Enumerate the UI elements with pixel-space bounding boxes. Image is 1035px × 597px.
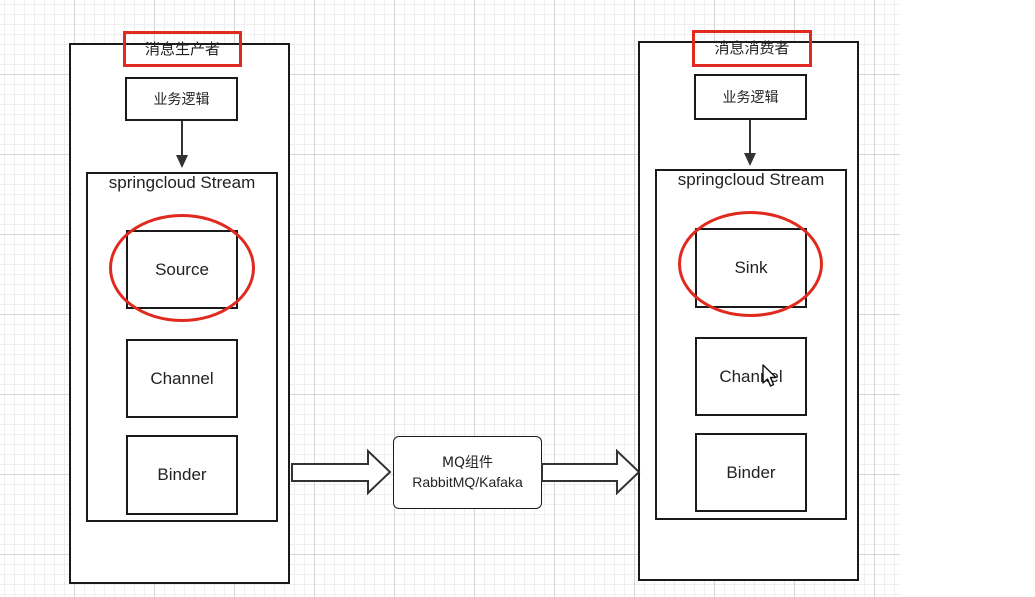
producer-business-logic-box[interactable]: 业务逻辑	[125, 77, 238, 121]
consumer-title-highlight	[692, 30, 812, 67]
hollow-arrow-right-icon	[291, 448, 392, 496]
hollow-arrow-right-icon	[541, 448, 641, 496]
producer-title: 消息生产者	[144, 39, 220, 58]
mq-line1: MQ组件	[441, 455, 494, 471]
consumer-business-logic-box[interactable]: 业务逻辑	[694, 74, 807, 120]
producer-title-highlight	[123, 31, 242, 67]
consumer-binder-box[interactable]: Binder	[695, 433, 807, 512]
arrow-down-icon	[176, 121, 188, 168]
source-highlight	[109, 214, 255, 322]
consumer-title: 消息消费者	[714, 38, 790, 57]
consumer-stream-label: springcloud Stream	[677, 170, 825, 189]
mq-line2: RabbitMQ/Kafaka	[412, 474, 523, 490]
producer-stream-label: springcloud Stream	[108, 173, 256, 192]
arrow-down-icon	[744, 120, 756, 166]
producer-binder-box[interactable]: Binder	[126, 435, 238, 515]
sink-highlight	[678, 211, 823, 317]
producer-channel-box[interactable]: Channel	[126, 339, 238, 418]
mouse-cursor-icon	[762, 364, 777, 387]
mq-component-box[interactable]	[393, 436, 542, 509]
